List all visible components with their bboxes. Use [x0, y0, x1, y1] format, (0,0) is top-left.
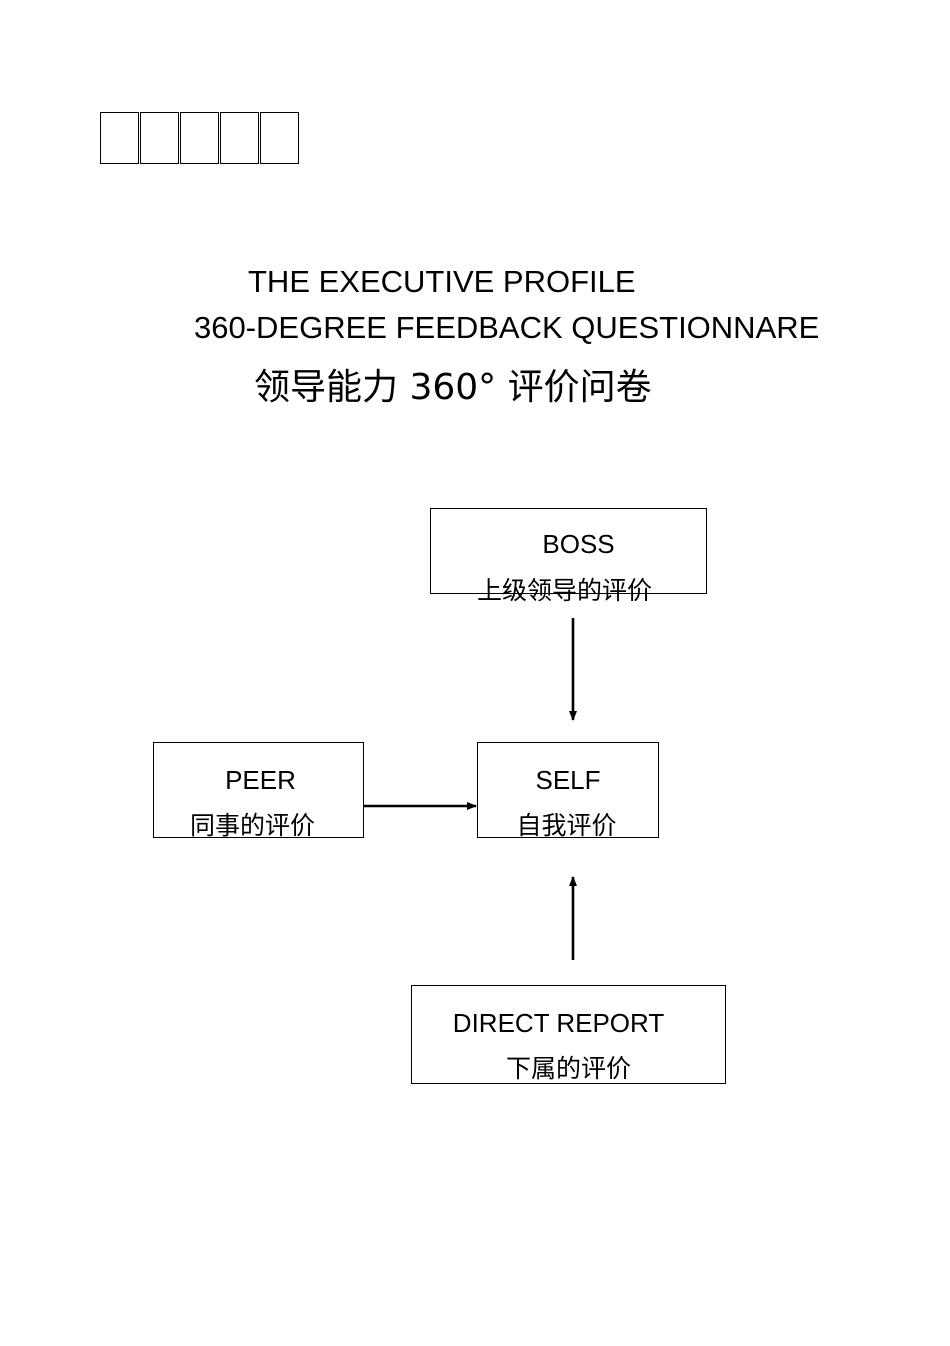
boss-label: BOSS	[542, 529, 615, 559]
direct-report-sublabel: 下属的评价	[505, 1054, 631, 1083]
self-box: SELF 自我评价	[477, 742, 659, 838]
boss-sublabel: 上级领导的评价	[476, 576, 652, 605]
boss-box: BOSS 上级领导的评价	[430, 508, 707, 603]
direct-report-box: DIRECT REPORT 下属的评价	[411, 985, 726, 1084]
title-english-line1: THE EXECUTIVE PROFILE	[248, 264, 636, 299]
peer-box: PEER 同事的评价	[153, 742, 364, 838]
self-sublabel: 自我评价	[516, 811, 617, 840]
id-box[interactable]	[100, 112, 139, 164]
peer-sublabel: 同事的评价	[189, 811, 315, 840]
id-box[interactable]	[140, 112, 179, 164]
peer-label: PEER	[225, 765, 296, 795]
id-box[interactable]	[180, 112, 219, 164]
id-box[interactable]	[260, 112, 299, 164]
self-label: SELF	[535, 765, 601, 795]
id-box[interactable]	[220, 112, 259, 164]
id-number-boxes	[100, 112, 300, 164]
title-chinese: 领导能力 360° 评价问卷	[254, 367, 652, 408]
direct-report-label: DIRECT REPORT	[452, 1008, 665, 1038]
title-english-line2: 360-DEGREE FEEDBACK QUESTIONNARE	[194, 310, 820, 345]
